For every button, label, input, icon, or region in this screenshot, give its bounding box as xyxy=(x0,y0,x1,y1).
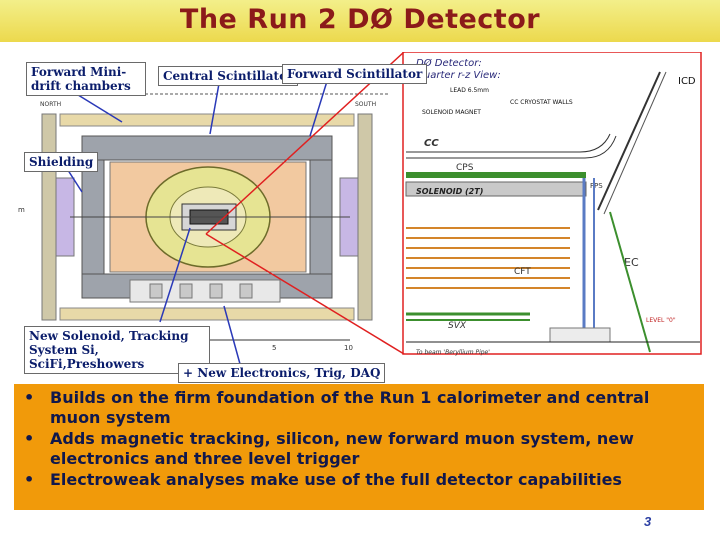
side-view-drawing: NORTH SOUTH xyxy=(18,77,390,365)
scale-5: 5 xyxy=(272,344,276,352)
scale-10: 10 xyxy=(344,344,353,352)
bullet-item: • Adds magnetic tracking, silicon, new fo… xyxy=(24,429,690,469)
quarter-view-heading-2: Quarter r-z View: xyxy=(416,70,501,81)
fps-label: FPS xyxy=(590,182,603,190)
svx-label: SVX xyxy=(448,321,467,331)
label-new-electronics: + New Electronics, Trig, DAQ xyxy=(178,363,386,383)
bullet-item: • Electroweak analyses make use of the fu… xyxy=(24,470,690,490)
bullet-text: Adds magnetic tracking, silicon, new for… xyxy=(50,429,634,468)
bullet-text: Electroweak analyses make use of the ful… xyxy=(50,470,622,489)
ec-label: EC xyxy=(624,256,639,269)
title-bar xyxy=(0,0,720,42)
bullet-item: • Builds on the firm foundation of the Ru… xyxy=(24,388,690,428)
bullet-dot: • xyxy=(24,429,35,448)
icd-label: ICD xyxy=(678,76,696,87)
bullet-box: • Builds on the firm foundation of the Ru… xyxy=(14,384,704,510)
cc-walls-label: CC CRYOSTAT WALLS xyxy=(510,99,573,106)
beam-label: To beam 'Beryllium Pipe' xyxy=(416,349,490,356)
bullet-text: Builds on the firm foundation of the Run… xyxy=(50,388,650,427)
solenoid-label: SOLENOID (2T) xyxy=(416,187,483,196)
slide-title: The Run 2 DØ Detector xyxy=(179,4,541,35)
scale-unit: m xyxy=(18,206,25,214)
quarter-view-heading-1: DØ Detector: xyxy=(416,57,482,69)
label-shielding: Shielding xyxy=(24,152,99,172)
quarter-rz-view: DØ Detector: Quarter r-z View: ICD LEAD … xyxy=(404,53,700,356)
lead-label: LEAD 6.5mm xyxy=(450,87,489,94)
label-forward-scintillator: Forward Scintillator xyxy=(282,64,428,84)
bullet-list: • Builds on the firm foundation of the Ru… xyxy=(14,384,704,490)
bullet-dot: • xyxy=(24,388,35,407)
page-number: 3 xyxy=(644,514,652,529)
label-central-scintillator: Central Scintillator xyxy=(158,66,299,86)
south-label: SOUTH xyxy=(355,101,376,108)
detector-figure: NORTH SOUTH xyxy=(10,51,710,383)
bullet-dot: • xyxy=(24,470,35,489)
cft-fiber-layers xyxy=(406,227,570,289)
cps-label: CPS xyxy=(456,163,474,173)
detector-drawing: NORTH SOUTH xyxy=(18,51,702,365)
solenoid-magnet-label: SOLENOID MAGNET xyxy=(422,109,481,116)
cft-label: CFT xyxy=(514,267,531,277)
cc-label: CC xyxy=(424,138,439,149)
north-label: NORTH xyxy=(40,101,61,108)
level0-label: LEVEL "0" xyxy=(646,317,676,324)
label-forward-minidrift: Forward Mini-drift chambers xyxy=(26,62,146,96)
